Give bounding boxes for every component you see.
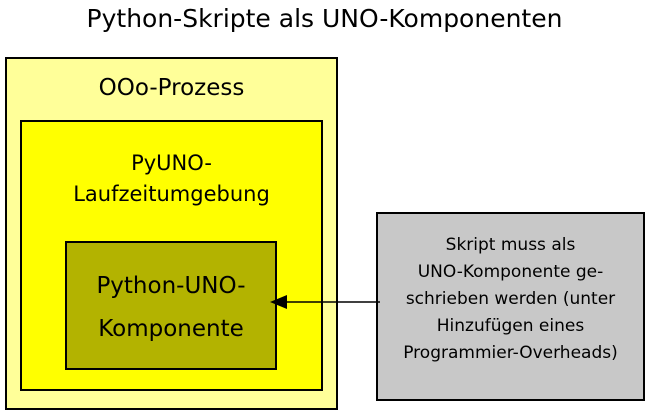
note-text-line-4: Hinzufügen eines (436, 316, 585, 336)
python-uno-component-label-line-1: Python-UNO- (96, 273, 246, 299)
pyuno-runtime-label: PyUNO- Laufzeitumgebung (22, 148, 321, 210)
note-text-line-5: Programmier-Overheads) (403, 343, 618, 363)
note-text-line-2: UNO-Komponente ge- (417, 262, 604, 282)
python-uno-component-label: Python-UNO- Komponente (67, 265, 275, 351)
ooo-process-label: OOo-Prozess (98, 75, 245, 101)
note-text-line-3: schrieben werden (unter (405, 289, 616, 309)
arrow-note-to-component-icon (270, 295, 380, 309)
note-text-line-1: Skript muss als (445, 235, 576, 255)
python-uno-component-box: Python-UNO- Komponente (65, 241, 277, 370)
ooo-process-box: OOo-Prozess PyUNO- Laufzeitumgebung Pyth… (5, 57, 338, 410)
page-title: Python-Skripte als UNO-Komponenten (86, 4, 563, 33)
pyuno-runtime-label-line-2: Laufzeitumgebung (73, 182, 270, 206)
python-uno-component-label-line-2: Komponente (98, 316, 244, 342)
pyuno-runtime-label-line-1: PyUNO- (131, 151, 212, 175)
note-box: Skript muss als UNO-Komponente ge- schri… (376, 212, 645, 401)
note-text: Skript muss als UNO-Komponente ge- schri… (384, 232, 637, 367)
pyuno-runtime-box: PyUNO- Laufzeitumgebung Python-UNO- Komp… (20, 120, 323, 391)
